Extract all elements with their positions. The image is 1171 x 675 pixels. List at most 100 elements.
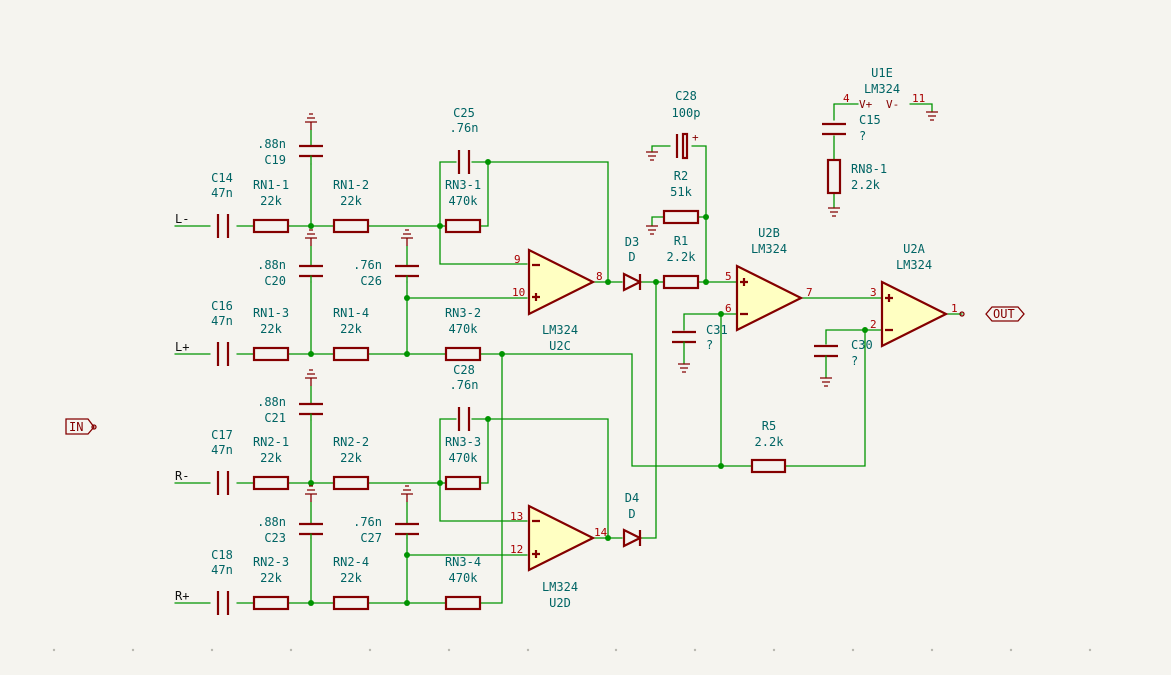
value-RN2-4: 22k [340, 571, 362, 585]
resistor-R1[interactable]: R1 2.2k [662, 234, 700, 290]
ground-icon [678, 363, 690, 373]
resistor-RN1-1[interactable]: RN1-1 22k [252, 178, 290, 234]
sheet-markers [52, 648, 1092, 652]
pin-U2B-plus: 5 [725, 270, 732, 283]
port-out-label: OUT [993, 307, 1015, 321]
ground-icon [646, 151, 658, 161]
ref-C17: C17 [211, 428, 233, 442]
opamp-power-U1E[interactable]: U1E LM324 4 V+ V- 11 [843, 66, 925, 111]
ref-C28-feedback: C28 [453, 363, 475, 377]
opamp-U2C[interactable]: 9 10 8 LM324 U2C [512, 248, 603, 353]
ref-RN2-1: RN2-1 [253, 435, 289, 449]
resistor-R5[interactable]: R5 2.2k [750, 419, 787, 474]
capacitor-C18[interactable]: C18 47n [211, 548, 233, 615]
junctions [308, 159, 868, 606]
value-U2B: LM324 [751, 242, 787, 256]
value-D3: D [628, 250, 635, 264]
resistor-RN3-3[interactable]: RN3-3 470k [444, 435, 482, 491]
ref-RN1-4: RN1-4 [333, 306, 369, 320]
ref-R2: R2 [674, 169, 688, 183]
capacitor-C31[interactable]: C31 ? [672, 323, 728, 365]
port-out[interactable]: OUT [959, 306, 1025, 322]
value-RN2-1: 22k [260, 451, 282, 465]
value-RN3-3: 470k [449, 451, 479, 465]
resistor-RN2-2[interactable]: RN2-2 22k [332, 435, 370, 491]
ref-C26: C26 [360, 274, 382, 288]
capacitor-C19[interactable]: .88n C19 [257, 129, 323, 167]
capacitor-C23[interactable]: .88n C23 [257, 501, 323, 545]
opamp-U2A[interactable]: 3 2 1 U2A LM324 [870, 242, 958, 348]
pin-U2D-plus: 12 [510, 543, 523, 556]
ref-U2A: U2A [903, 242, 925, 256]
value-U2C: LM324 [542, 323, 578, 337]
value-C14: 47n [211, 186, 233, 200]
resistor-RN3-2[interactable]: RN3-2 470k [444, 306, 482, 362]
capacitor-C14[interactable]: C14 47n [211, 171, 233, 238]
capacitor-C25[interactable]: C25 .76n [450, 106, 479, 174]
capacitor-C20[interactable]: .88n C20 [257, 245, 323, 288]
net-label-r-plus: R+ [175, 589, 189, 603]
capacitor-C28-feedback[interactable]: C28 .76n [450, 363, 479, 431]
pin-U1E-vminus: 11 [912, 92, 925, 105]
value-R2: 51k [670, 185, 692, 199]
capacitor-C15[interactable]: C15 ? [822, 113, 881, 143]
value-RN1-4: 22k [340, 322, 362, 336]
value-C25: .76n [450, 121, 479, 135]
resistor-RN2-3[interactable]: RN2-3 22k [252, 555, 290, 611]
value-RN8-1: 2.2k [851, 178, 881, 192]
ref-RN2-2: RN2-2 [333, 435, 369, 449]
ref-C25: C25 [453, 106, 475, 120]
value-R5: 2.2k [755, 435, 785, 449]
ground-icon [305, 369, 317, 386]
resistor-RN3-1[interactable]: RN3-1 470k [444, 178, 482, 234]
resistor-RN2-4[interactable]: RN2-4 22k [332, 555, 370, 611]
value-U1E: LM324 [864, 82, 900, 96]
value-C30: ? [851, 354, 858, 368]
value-C26: .76n [353, 258, 382, 272]
plus-mark: + [692, 131, 699, 144]
ref-C28-polarized: C28 [675, 89, 697, 103]
capacitor-C17[interactable]: C17 47n [211, 428, 233, 495]
pinname-U1E-vplus: V+ [859, 98, 873, 111]
ref-C31: C31 [706, 323, 728, 337]
capacitor-C27[interactable]: .76n C27 [353, 501, 419, 545]
ground-icon [401, 485, 413, 502]
value-RN2-3: 22k [260, 571, 282, 585]
pin-U2D-out: 14 [594, 526, 608, 539]
pin-U2C-minus: 9 [514, 253, 521, 266]
pin-U2C-plus: 10 [512, 286, 525, 299]
resistor-RN2-1[interactable]: RN2-1 22k [252, 435, 290, 491]
resistor-RN3-4[interactable]: RN3-4 470k [444, 555, 482, 611]
value-C27: .76n [353, 515, 382, 529]
value-C15: ? [859, 129, 866, 143]
resistor-RN1-2[interactable]: RN1-2 22k [332, 178, 370, 234]
diode-D3[interactable]: D3 D [622, 235, 643, 292]
value-RN1-1: 22k [260, 194, 282, 208]
ref-RN8-1: RN8-1 [851, 162, 887, 176]
net-label-l-plus: L+ [175, 340, 189, 354]
resistor-R2[interactable]: R2 51k [662, 169, 700, 225]
diode-D4[interactable]: D4 D [622, 491, 643, 548]
resistor-RN1-4[interactable]: RN1-4 22k [332, 306, 370, 362]
wires [174, 103, 963, 604]
capacitor-C16[interactable]: C16 47n [211, 299, 233, 366]
pin-U2C-out: 8 [596, 270, 603, 283]
ground-icon [646, 225, 658, 235]
value-RN1-3: 22k [260, 322, 282, 336]
value-R1: 2.2k [667, 250, 697, 264]
pin-U2A-out: 1 [951, 302, 958, 315]
capacitor-C21[interactable]: .88n C21 [257, 385, 323, 425]
ref-R1: R1 [674, 234, 688, 248]
value-RN2-2: 22k [340, 451, 362, 465]
capacitor-C28-polarized[interactable]: + C28 100p [672, 89, 701, 160]
ref-U2B: U2B [758, 226, 780, 240]
resistor-RN1-3[interactable]: RN1-3 22k [252, 306, 290, 362]
capacitor-C26[interactable]: .76n C26 [353, 245, 419, 288]
opamp-U2D[interactable]: 13 12 14 LM324 U2D [510, 504, 608, 610]
resistor-RN8-1[interactable]: RN8-1 2.2k [826, 158, 887, 195]
value-C20: .88n [257, 258, 286, 272]
opamp-U2B[interactable]: 5 6 7 U2B LM324 [725, 226, 813, 332]
net-label-l-minus: L- [175, 212, 189, 226]
port-in[interactable]: IN [65, 418, 97, 435]
capacitor-C30[interactable]: C30 ? [814, 338, 873, 379]
